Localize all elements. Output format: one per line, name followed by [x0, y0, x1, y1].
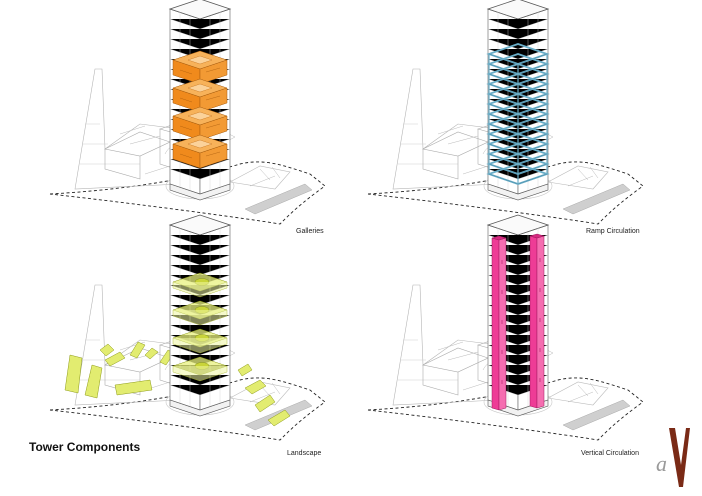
- logo-letter: a: [656, 451, 667, 476]
- label-landscape: Landscape: [287, 450, 322, 457]
- page-title: Tower Components: [29, 440, 141, 454]
- panel-ramp-circulation: [367, 0, 644, 225]
- core-left: [491, 235, 507, 411]
- label-vertical-circulation: Vertical Circulation: [581, 450, 639, 457]
- label-galleries: Galleries: [296, 228, 324, 235]
- label-ramp-circulation: Ramp Circulation: [586, 228, 640, 235]
- brand-logo: a: [656, 428, 690, 487]
- landscape-strips: [64, 341, 291, 427]
- panel-landscape: [49, 214, 326, 441]
- panel-galleries: [49, 0, 326, 225]
- core-right: [529, 233, 545, 409]
- panel-vertical-circulation: [367, 214, 644, 441]
